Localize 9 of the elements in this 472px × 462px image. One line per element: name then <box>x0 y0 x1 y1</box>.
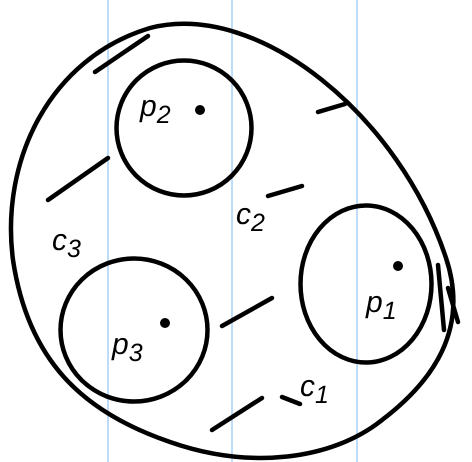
circle-shape <box>114 58 254 198</box>
curve-label: c$_{1}$ <box>300 372 329 408</box>
circle-shape <box>58 256 210 404</box>
point-label: p$_{2}$ <box>140 92 171 128</box>
point-label: p$_{3}$ <box>112 330 143 366</box>
curve-label: c$_{3}$ <box>52 226 81 262</box>
curve-label: c$_{2}$ <box>236 200 265 236</box>
point-label: p$_{1}$ <box>366 288 397 324</box>
circle-shape <box>298 203 434 365</box>
